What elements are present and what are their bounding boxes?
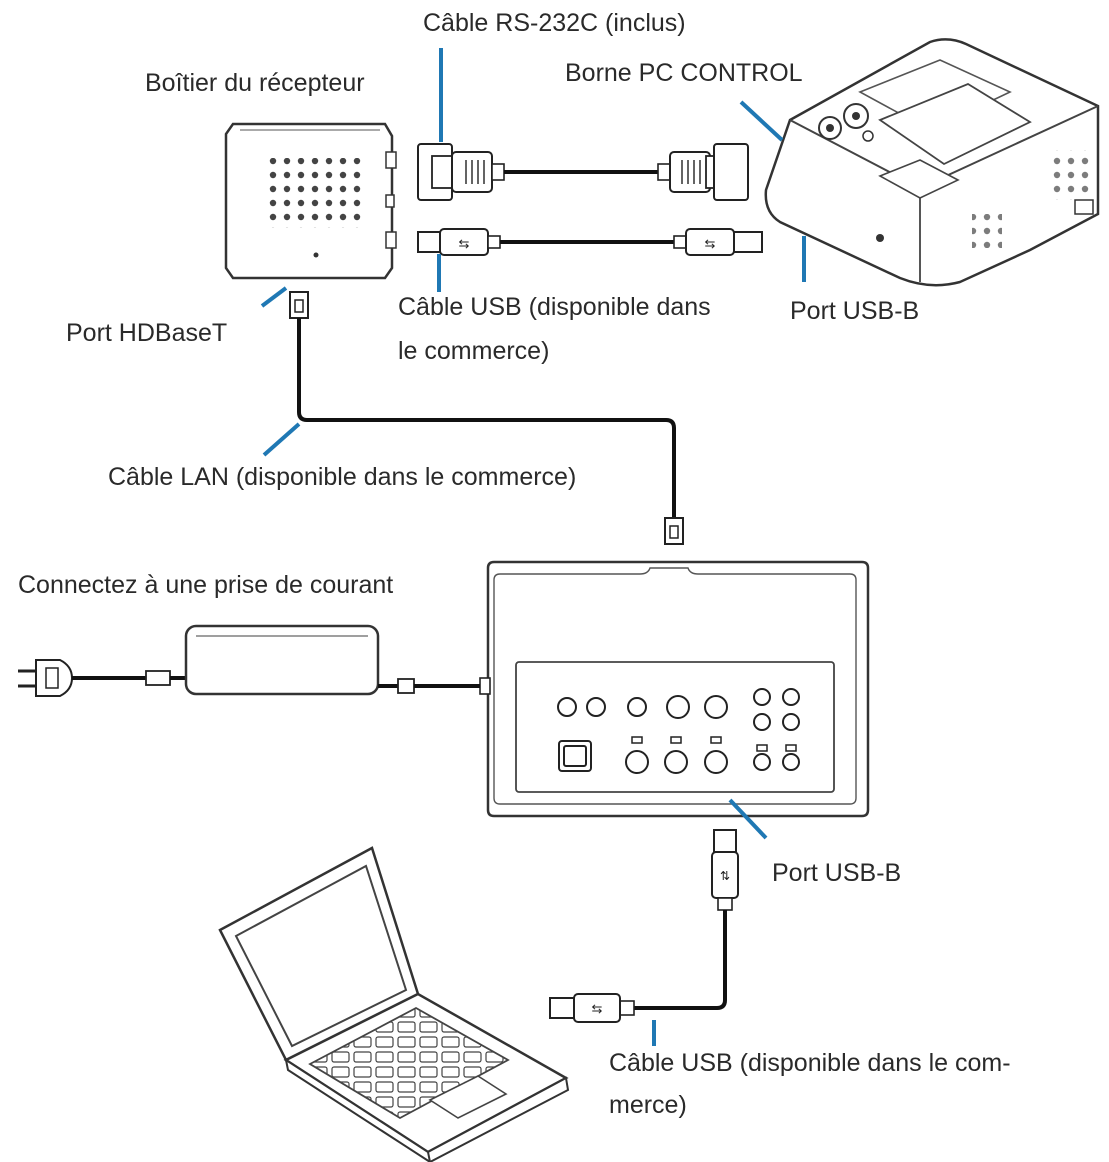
usb-b-port-projector-label: Port USB-B <box>790 297 920 325</box>
hdbaset-plug <box>289 291 309 319</box>
leader-lines <box>260 48 806 1046</box>
laptop <box>218 846 570 1162</box>
usb-cable-bottom-label-line2: merce) <box>609 1091 687 1119</box>
usb-cable-top: ⇆ ⇆ <box>417 228 763 256</box>
svg-text:⇅: ⇅ <box>720 869 730 883</box>
transmitter-jacks <box>557 688 800 774</box>
usb-cable-top-label-line2: le commerce) <box>398 337 550 365</box>
svg-text:⇆: ⇆ <box>459 236 470 251</box>
pc-control-terminal-label: Borne PC CONTROL <box>565 59 803 87</box>
usb-cable-bottom: ⇅ ⇆ <box>549 829 739 1023</box>
usb-cable-bottom-label-line1: Câble USB (disponible dans le com- <box>609 1049 1011 1077</box>
leader-hdbaset <box>260 286 288 308</box>
leader-pc-control <box>739 100 784 142</box>
lan-cable-label: Câble LAN (disponible dans le commerce) <box>108 463 577 491</box>
rs232c-cable <box>417 143 749 201</box>
hdbaset-port-label: Port HDBaseT <box>66 319 228 347</box>
svg-text:⇆: ⇆ <box>705 236 716 251</box>
receiver-box <box>224 122 397 280</box>
usb-b-port-transmitter-label: Port USB-B <box>772 859 902 887</box>
usb-cable-top-label-line1: Câble USB (disponible dans <box>398 293 711 321</box>
svg-text:⇆: ⇆ <box>592 1001 603 1016</box>
leader-lan <box>262 422 301 457</box>
projector <box>764 38 1100 287</box>
rs232c-cable-label: Câble RS-232C (inclus) <box>423 9 686 37</box>
lan-cable <box>297 318 684 545</box>
power-outlet-label: Connectez à une prise de courant <box>18 571 394 599</box>
power-adapter <box>18 624 480 697</box>
leader-usb-b-transmitter <box>728 798 768 840</box>
receiver-box-label: Boîtier du récepteur <box>145 69 365 97</box>
transmitter-box <box>479 560 870 818</box>
